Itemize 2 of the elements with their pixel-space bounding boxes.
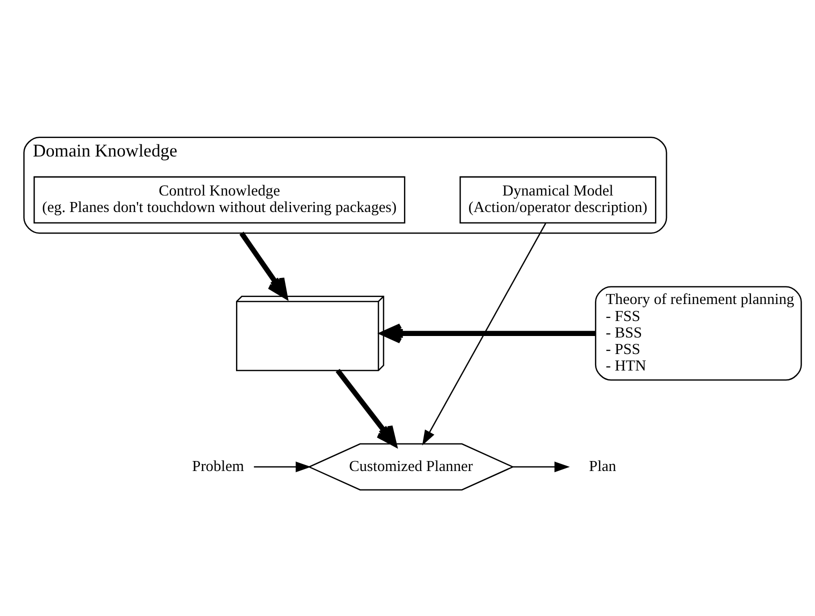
node-text: Problem <box>192 457 244 474</box>
node-text: Plan <box>589 457 616 474</box>
